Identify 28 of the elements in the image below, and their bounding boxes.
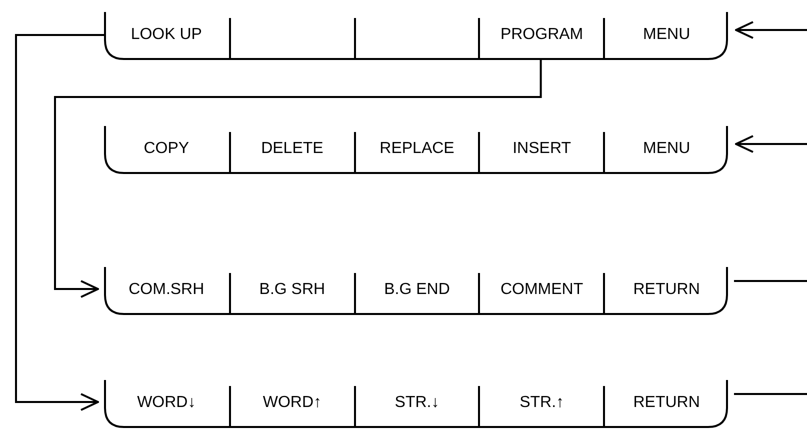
soft-key: B.G SRH [228, 273, 354, 315]
arrow [735, 21, 807, 39]
soft-key: WORD↓ [104, 386, 229, 428]
arrow [735, 135, 807, 153]
soft-key: REPLACE [354, 132, 478, 174]
soft-key: COPY [104, 132, 229, 174]
soft-key: RETURN [603, 386, 728, 428]
soft-key-bar [104, 380, 728, 428]
arrow [15, 34, 104, 411]
soft-key: WORD↑ [228, 386, 354, 428]
soft-key: DELETE [228, 132, 354, 174]
soft-key: RETURN [603, 273, 728, 315]
soft-key: STR.↓ [354, 386, 478, 428]
soft-key: COMMENT [478, 273, 604, 315]
soft-key: LOOK UP [104, 18, 229, 60]
soft-key: STR.↑ [478, 386, 604, 428]
soft-key-bar [104, 267, 728, 315]
arrow [54, 60, 542, 298]
soft-key: B.G END [354, 273, 478, 315]
soft-key: MENU [603, 18, 728, 60]
soft-key-bar [104, 126, 728, 174]
connector-line [734, 280, 807, 282]
soft-key: MENU [603, 132, 728, 174]
soft-key: INSERT [478, 132, 604, 174]
soft-key: PROGRAM [478, 18, 604, 60]
soft-key: COM.SRH [104, 273, 229, 315]
connector-line [734, 393, 807, 395]
soft-key-bar [104, 12, 728, 60]
